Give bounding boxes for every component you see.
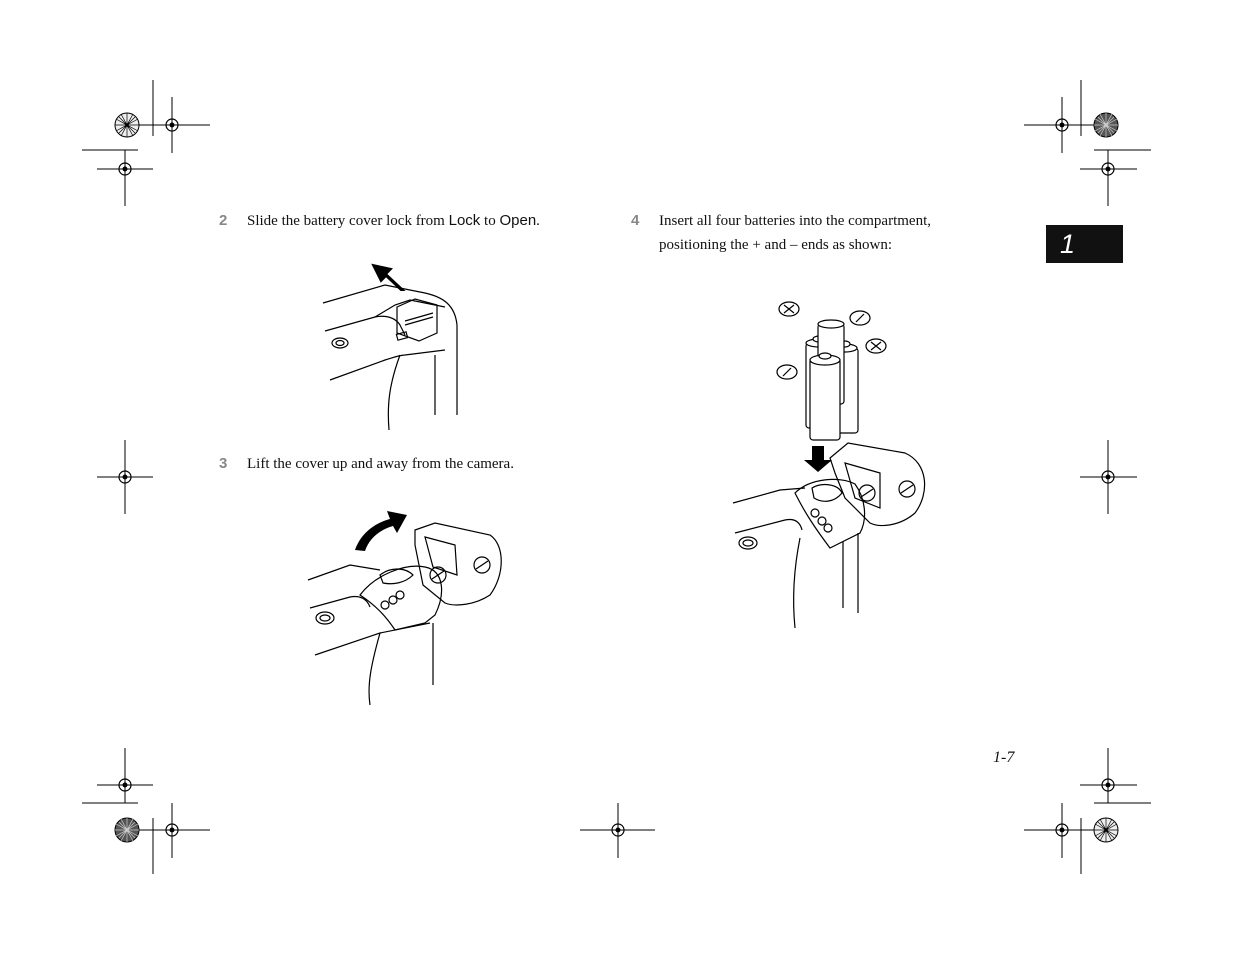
step-3: 3 Lift the cover up and away from the ca… <box>219 452 514 476</box>
lock-label: Lock <box>448 212 481 229</box>
page-number: 1-7 <box>993 749 1015 766</box>
step-2: 2 Slide the battery cover lock from Lock… <box>219 209 540 233</box>
step-number: 2 <box>219 212 228 229</box>
lift-arrow-icon <box>355 511 407 551</box>
step-text: Lift the cover up and away from the came… <box>247 456 514 472</box>
step-text: Slide the battery cover lock from <box>247 213 449 229</box>
step-number: 3 <box>219 455 228 472</box>
insert-batteries-illustration <box>732 301 926 629</box>
step-text-line-1: Insert all four batteries into the compa… <box>659 213 931 229</box>
slide-lock-illustration <box>322 263 458 431</box>
step-number: 4 <box>631 212 640 229</box>
open-label: Open <box>499 212 537 229</box>
slide-arrow-icon <box>371 263 406 291</box>
down-arrow-icon <box>804 446 832 472</box>
step-text-line-2: positioning the + and – ends as shown: <box>659 237 893 253</box>
lift-cover-illustration <box>307 511 502 706</box>
step-text-mid: to <box>480 213 500 229</box>
chapter-tab: 1 <box>1046 225 1123 263</box>
step-4: 4 Insert all four batteries into the com… <box>631 209 931 257</box>
step-text-end: . <box>536 213 540 229</box>
